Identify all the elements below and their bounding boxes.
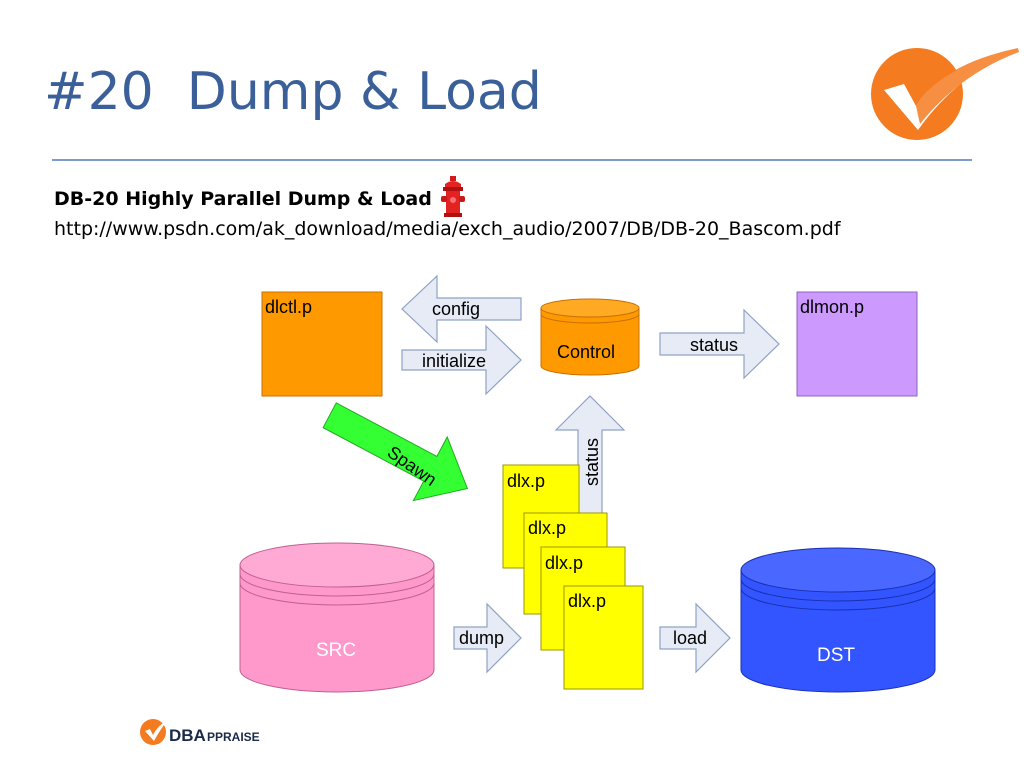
fire-hydrant-icon bbox=[441, 176, 465, 217]
status-right-arrow: status bbox=[659, 308, 780, 380]
dlctl-box: dlctl.p bbox=[261, 291, 383, 397]
load-label: load bbox=[673, 628, 707, 648]
logo-check-icon bbox=[140, 719, 166, 745]
status-up-arrow: status bbox=[554, 395, 626, 518]
logo-brand-suffix: PPRAISE bbox=[207, 730, 260, 744]
spawn-arrow: Spawn bbox=[322, 402, 469, 502]
reference-url[interactable]: http://www.psdn.com/ak_download/media/ex… bbox=[54, 218, 841, 240]
dlctl-label: dlctl.p bbox=[265, 297, 312, 317]
initialize-label: initialize bbox=[422, 351, 486, 371]
status-right-label: status bbox=[690, 335, 738, 355]
config-label: config bbox=[432, 299, 480, 319]
dump-label: dump bbox=[459, 628, 504, 648]
status-up-label: status bbox=[582, 438, 602, 486]
control-label: Control bbox=[557, 342, 615, 362]
checkmark-logo-icon bbox=[871, 48, 1019, 140]
initialize-arrow: initialize bbox=[401, 324, 522, 396]
dlx-box-4: dlx.p bbox=[563, 585, 644, 690]
logo-brand: DBA bbox=[169, 726, 206, 745]
dlx-label-4: dlx.p bbox=[568, 591, 606, 611]
load-arrow: load bbox=[659, 602, 731, 674]
dlmon-box: dlmon.p bbox=[796, 291, 918, 397]
dlmon-label: dlmon.p bbox=[800, 297, 864, 317]
dst-database: DST bbox=[740, 547, 936, 693]
src-label: SRC bbox=[316, 640, 356, 661]
dbappraise-logo: DBA PPRAISE bbox=[140, 719, 260, 745]
dlx-label-2: dlx.p bbox=[528, 518, 566, 538]
slide-title: #20 Dump & Load bbox=[44, 62, 542, 122]
control-database: Control bbox=[540, 298, 640, 376]
dlx-label-3: dlx.p bbox=[545, 553, 583, 573]
src-database: SRC bbox=[239, 542, 435, 693]
dlx-label-1: dlx.p bbox=[507, 471, 545, 491]
title-divider bbox=[52, 159, 972, 161]
dump-arrow: dump bbox=[453, 602, 522, 674]
dst-label: DST bbox=[817, 645, 855, 666]
config-arrow: config bbox=[401, 274, 522, 344]
section-heading: DB-20 Highly Parallel Dump & Load bbox=[54, 188, 432, 210]
